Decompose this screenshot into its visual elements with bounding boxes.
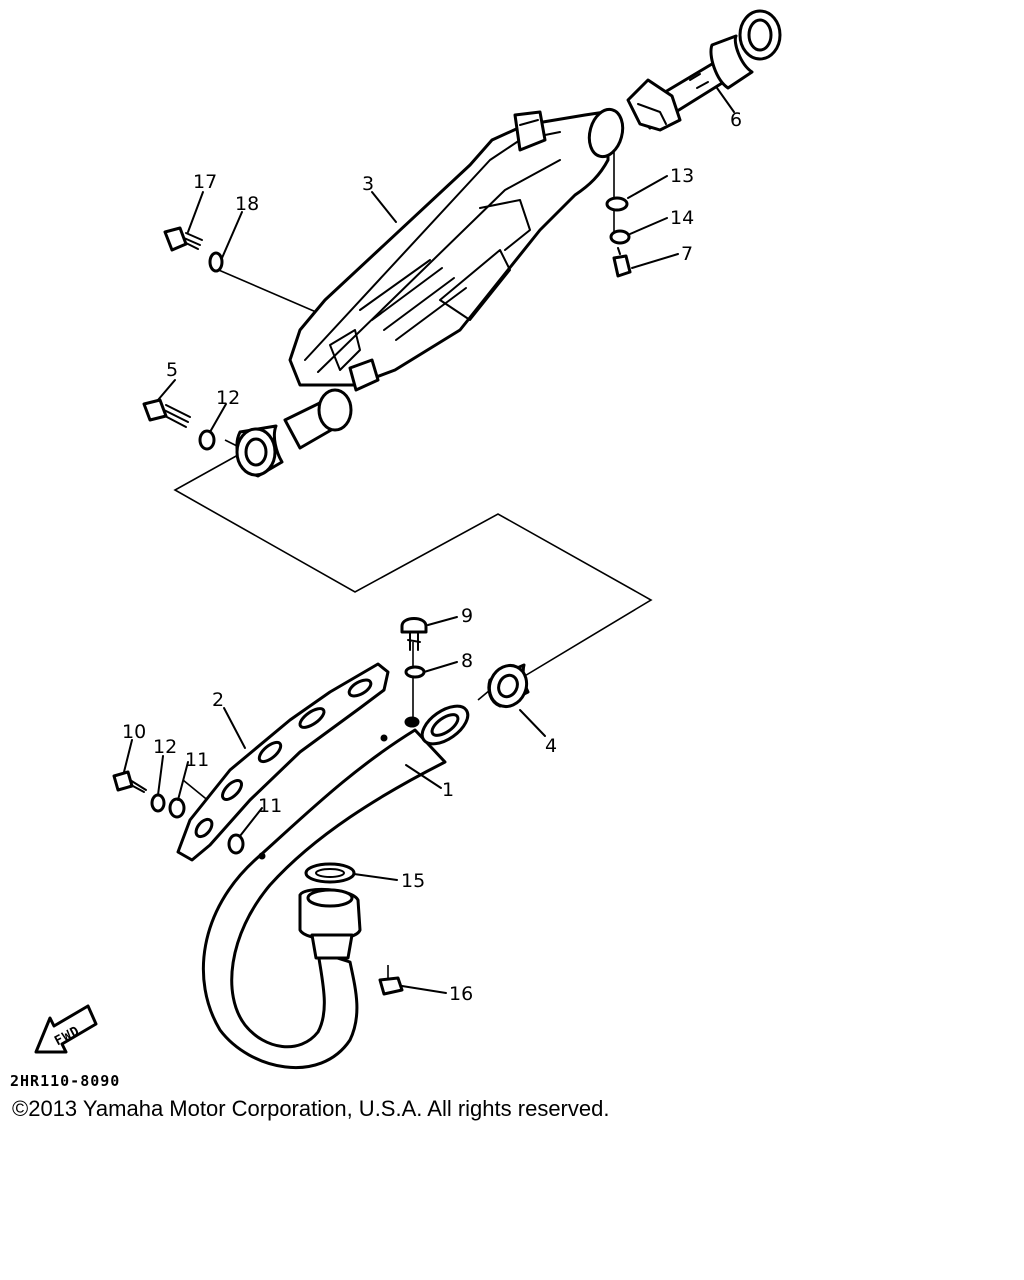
callout-13-label: 12 — [216, 387, 240, 409]
bolt-7 — [612, 247, 632, 278]
washer-8 — [404, 665, 426, 679]
washer-14 — [605, 196, 629, 212]
joint — [487, 663, 530, 708]
exhaust-flange — [298, 887, 362, 960]
bolt-9 — [400, 617, 428, 651]
bolt-5 — [142, 398, 191, 428]
callout-6: 6 — [730, 109, 742, 131]
callout-14: 13 — [670, 165, 694, 187]
callout-10: 10 — [122, 721, 146, 743]
callout-18: 17 — [193, 171, 217, 193]
callout-16: 15 — [401, 870, 425, 892]
callout-11-upper: 11 — [185, 749, 209, 771]
washer-13 — [198, 429, 216, 451]
callout-1: 1 — [442, 779, 454, 801]
callout-17: 16 — [449, 983, 473, 1005]
bolt-10 — [112, 770, 147, 793]
bolt-18 — [163, 226, 203, 252]
callout-4: 4 — [545, 735, 557, 757]
callout-3: 3 — [362, 173, 374, 195]
callout-8: 8 — [461, 650, 473, 672]
callout-5: 5 — [166, 359, 178, 381]
drawing-code: 2HR110-8090 — [10, 1072, 120, 1090]
callout-19: 18 — [235, 193, 259, 215]
washer-11a — [168, 797, 186, 819]
leader-lines — [123, 87, 735, 994]
copyright-notice: ©2013 Yamaha Motor Corporation, U.S.A. A… — [12, 1096, 610, 1121]
washer-12 — [150, 793, 166, 813]
washer-11b — [227, 833, 245, 855]
gasket — [304, 862, 356, 884]
callout-7: 7 — [681, 243, 693, 265]
tail-pipe — [626, 9, 782, 132]
callout-12-visible: 12 — [153, 736, 177, 758]
callout-9: 9 — [461, 605, 473, 627]
protector — [176, 662, 390, 862]
exhaust-pipe — [202, 704, 470, 1070]
nut-15 — [609, 229, 631, 245]
forward-direction-arrow-icon: FWD — [34, 1004, 98, 1054]
callout-11-lower: 11 — [258, 795, 282, 817]
washer-19 — [208, 251, 224, 273]
nut-17 — [378, 976, 404, 996]
callout-2: 2 — [212, 689, 224, 711]
silencer-body — [235, 107, 625, 478]
callout-numbers: 6 3 17 18 13 14 7 5 17 12 9 8 4 2 10 12 … — [122, 109, 742, 1005]
callout-15: 14 — [670, 207, 694, 229]
